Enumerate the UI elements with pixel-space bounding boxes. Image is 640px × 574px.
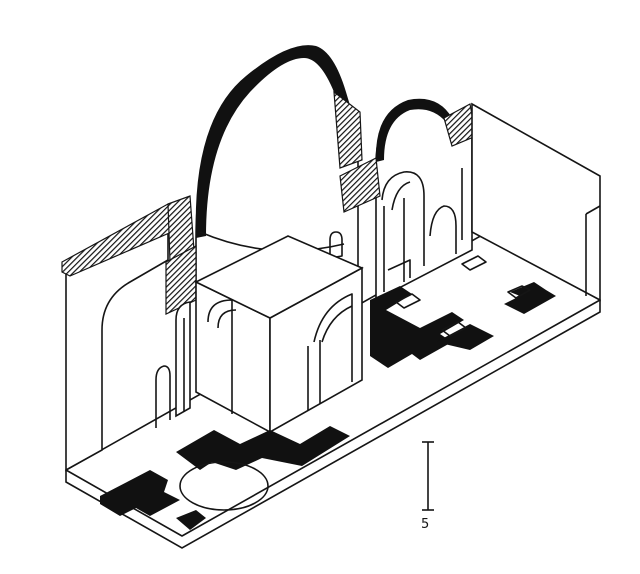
- left-arches: [155, 301, 191, 428]
- central-pier: [194, 235, 364, 434]
- secondary-dome: [339, 98, 477, 302]
- plan-walls: [100, 282, 556, 530]
- scale-bar-label: 5: [421, 517, 429, 532]
- right-end-wall: [471, 102, 601, 302]
- column-bases: [395, 255, 531, 337]
- scale-bar: [422, 441, 434, 511]
- left-outer-wall: [61, 195, 195, 472]
- floor-basin: [179, 461, 269, 511]
- main-dome: [165, 45, 363, 315]
